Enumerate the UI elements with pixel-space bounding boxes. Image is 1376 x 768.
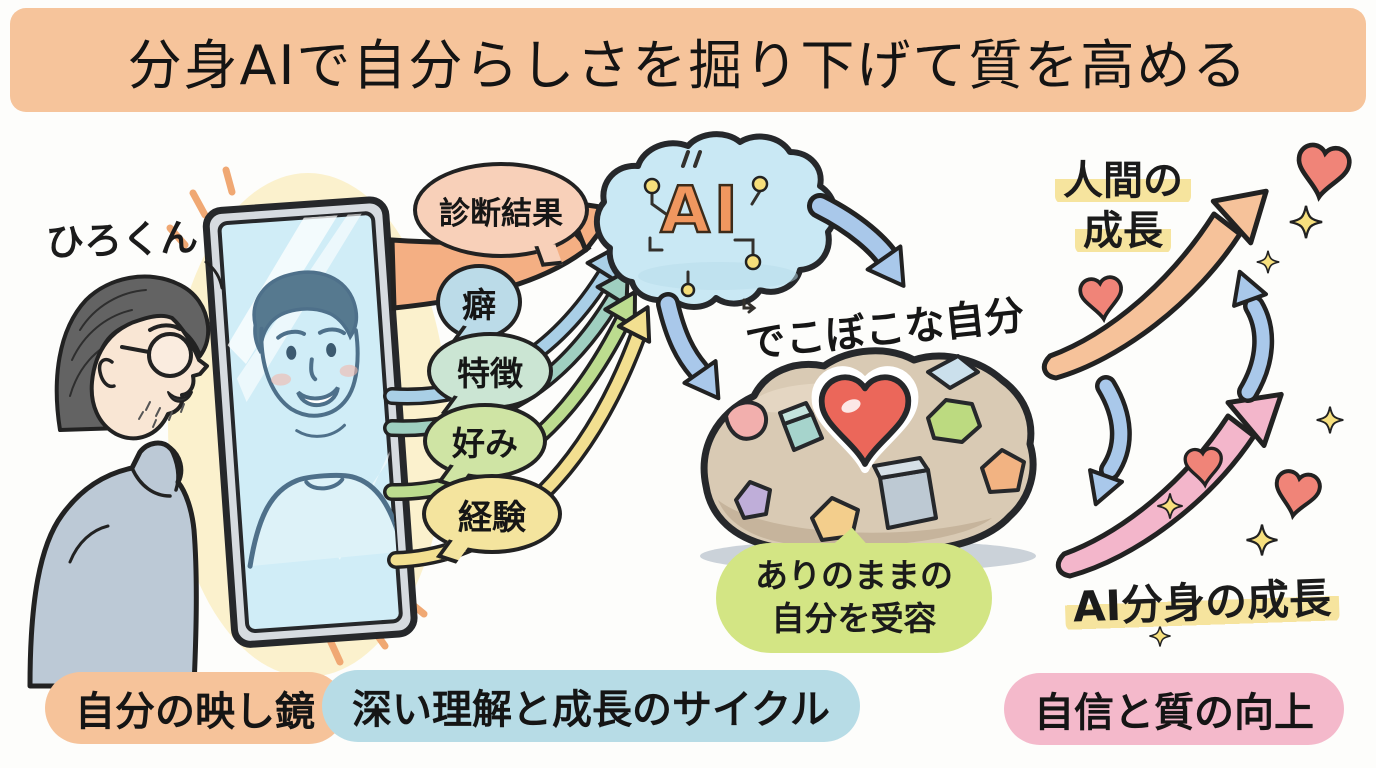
bubble-habit-label: 癖 [462, 285, 496, 326]
page-title: 分身AIで自分らしさを掘り下げて質を高める [127, 33, 1249, 97]
ai-cloud-label: AI [659, 173, 742, 250]
man-beard [138, 401, 185, 428]
footer-pill-cycle: 深い理解と成長のサイクル [322, 670, 860, 742]
heart-icon [811, 366, 919, 474]
sparkle-icon [1289, 205, 1323, 239]
sparkle-icon [1256, 250, 1280, 274]
gem-green-hex [926, 398, 982, 444]
bubble-trait: 特徴 [427, 332, 553, 410]
arrow-ai-growth [1055, 413, 1257, 579]
bubble-trait-label: 特徴 [457, 354, 523, 393]
gem-orange [980, 448, 1026, 494]
footer-pill-cycle-label: 深い理解と成長のサイクル [352, 687, 830, 733]
glasses-icon [147, 332, 193, 378]
ai-growth-text: AI分身の成長 [1064, 573, 1340, 632]
arrow-cycle-up [1241, 299, 1270, 399]
bubble-experience: 経験 [422, 474, 562, 554]
man-figure [27, 274, 211, 689]
sparkles [1149, 205, 1344, 647]
gem-gray-cube [878, 468, 938, 530]
sparkle-icon [1246, 524, 1278, 556]
bubble-experience-label: 経験 [458, 497, 526, 538]
sparkle-icon [1316, 406, 1344, 434]
cloud-output-arrows [656, 193, 906, 401]
arrow-cycle-down [1099, 379, 1128, 477]
bubble-diagnosis-label: 診断結果 [439, 195, 563, 232]
footer-pill-mirror-label: 自分の映し鏡 [75, 689, 315, 735]
heart-icon [1296, 142, 1352, 202]
sparkle-icon [1149, 625, 1171, 647]
acceptance-bubble: ありのままの自分を受容 [716, 543, 992, 653]
footer-pill-mirror: 自分の映し鏡 [45, 672, 345, 744]
human-growth-line1: 人間の [1055, 158, 1191, 204]
mirror-reflection [247, 270, 402, 569]
heart-icon [1274, 469, 1322, 521]
mirror [202, 196, 418, 648]
human-growth-label: 人間の 成長 [1048, 156, 1198, 256]
title-banner: 分身AIで自分らしさを掘り下げて質を高める [10, 8, 1366, 112]
man-smile [167, 391, 193, 403]
gem-blue-cube [926, 354, 980, 390]
arrow-cloud-down [660, 296, 706, 378]
man-body [27, 440, 199, 689]
arrow-human-growth [1041, 211, 1243, 381]
footer-pill-confidence-label: 自信と質の向上 [1034, 690, 1314, 736]
heart-icon [1183, 446, 1223, 489]
person-name-label: ひろくん [45, 215, 199, 265]
heart-icon [1078, 275, 1123, 324]
gem-orange-pent [810, 496, 860, 542]
footer-pill-confidence: 自信と質の向上 [1004, 673, 1344, 745]
gem-pink [724, 400, 769, 441]
acceptance-label: ありのままの自分を受容 [755, 556, 953, 638]
self-rock [700, 347, 1037, 572]
name-tick [204, 260, 224, 290]
bubble-preference-label: 好み [452, 424, 518, 463]
bubble-diagnosis: 診断結果 [413, 162, 589, 258]
man-ear [97, 357, 116, 389]
bubble-preference: 好み [423, 403, 547, 479]
human-growth-line2: 成長 [1075, 208, 1171, 254]
sparkle-icon [1157, 493, 1183, 519]
ai-growth-label: AI分身の成長 [1061, 573, 1342, 632]
gem-purple [734, 480, 772, 520]
bubble-habit: 癖 [436, 264, 522, 340]
hearts [1078, 142, 1352, 521]
circuit-icon [643, 150, 769, 314]
